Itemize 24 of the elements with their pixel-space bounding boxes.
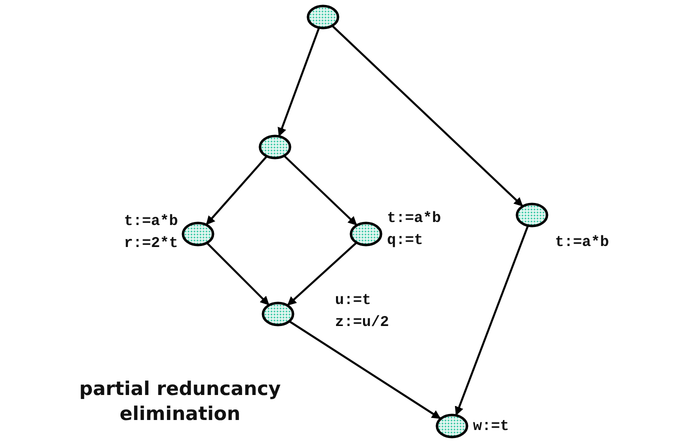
arrow xyxy=(287,242,357,306)
arrow xyxy=(454,226,529,416)
node-ellipse xyxy=(306,4,340,30)
code-statement: t:=a*b xyxy=(555,233,610,253)
node-ellipse xyxy=(261,301,295,327)
node-ellipse xyxy=(181,221,215,247)
arrow xyxy=(332,25,524,207)
node-ellipse xyxy=(258,134,292,160)
code-statement: u:=t xyxy=(335,291,372,311)
code-statement: r:=2*t xyxy=(124,234,178,254)
code-statement: q:=t xyxy=(387,231,424,251)
arrow xyxy=(278,28,320,137)
code-statement: t:=a*b xyxy=(124,212,178,232)
arrow xyxy=(289,320,441,420)
node-ellipse xyxy=(515,202,549,228)
node-ellipse xyxy=(435,413,469,439)
arrow xyxy=(284,155,358,226)
arrow xyxy=(206,242,270,306)
code-statement: w:=t xyxy=(473,417,510,437)
caption-text: partial reduncancy elimination xyxy=(78,377,282,427)
node-ellipse xyxy=(349,221,383,247)
code-statement: z:=u/2 xyxy=(335,313,390,333)
code-statement: t:=a*b xyxy=(387,209,442,229)
arrow xyxy=(206,156,268,225)
